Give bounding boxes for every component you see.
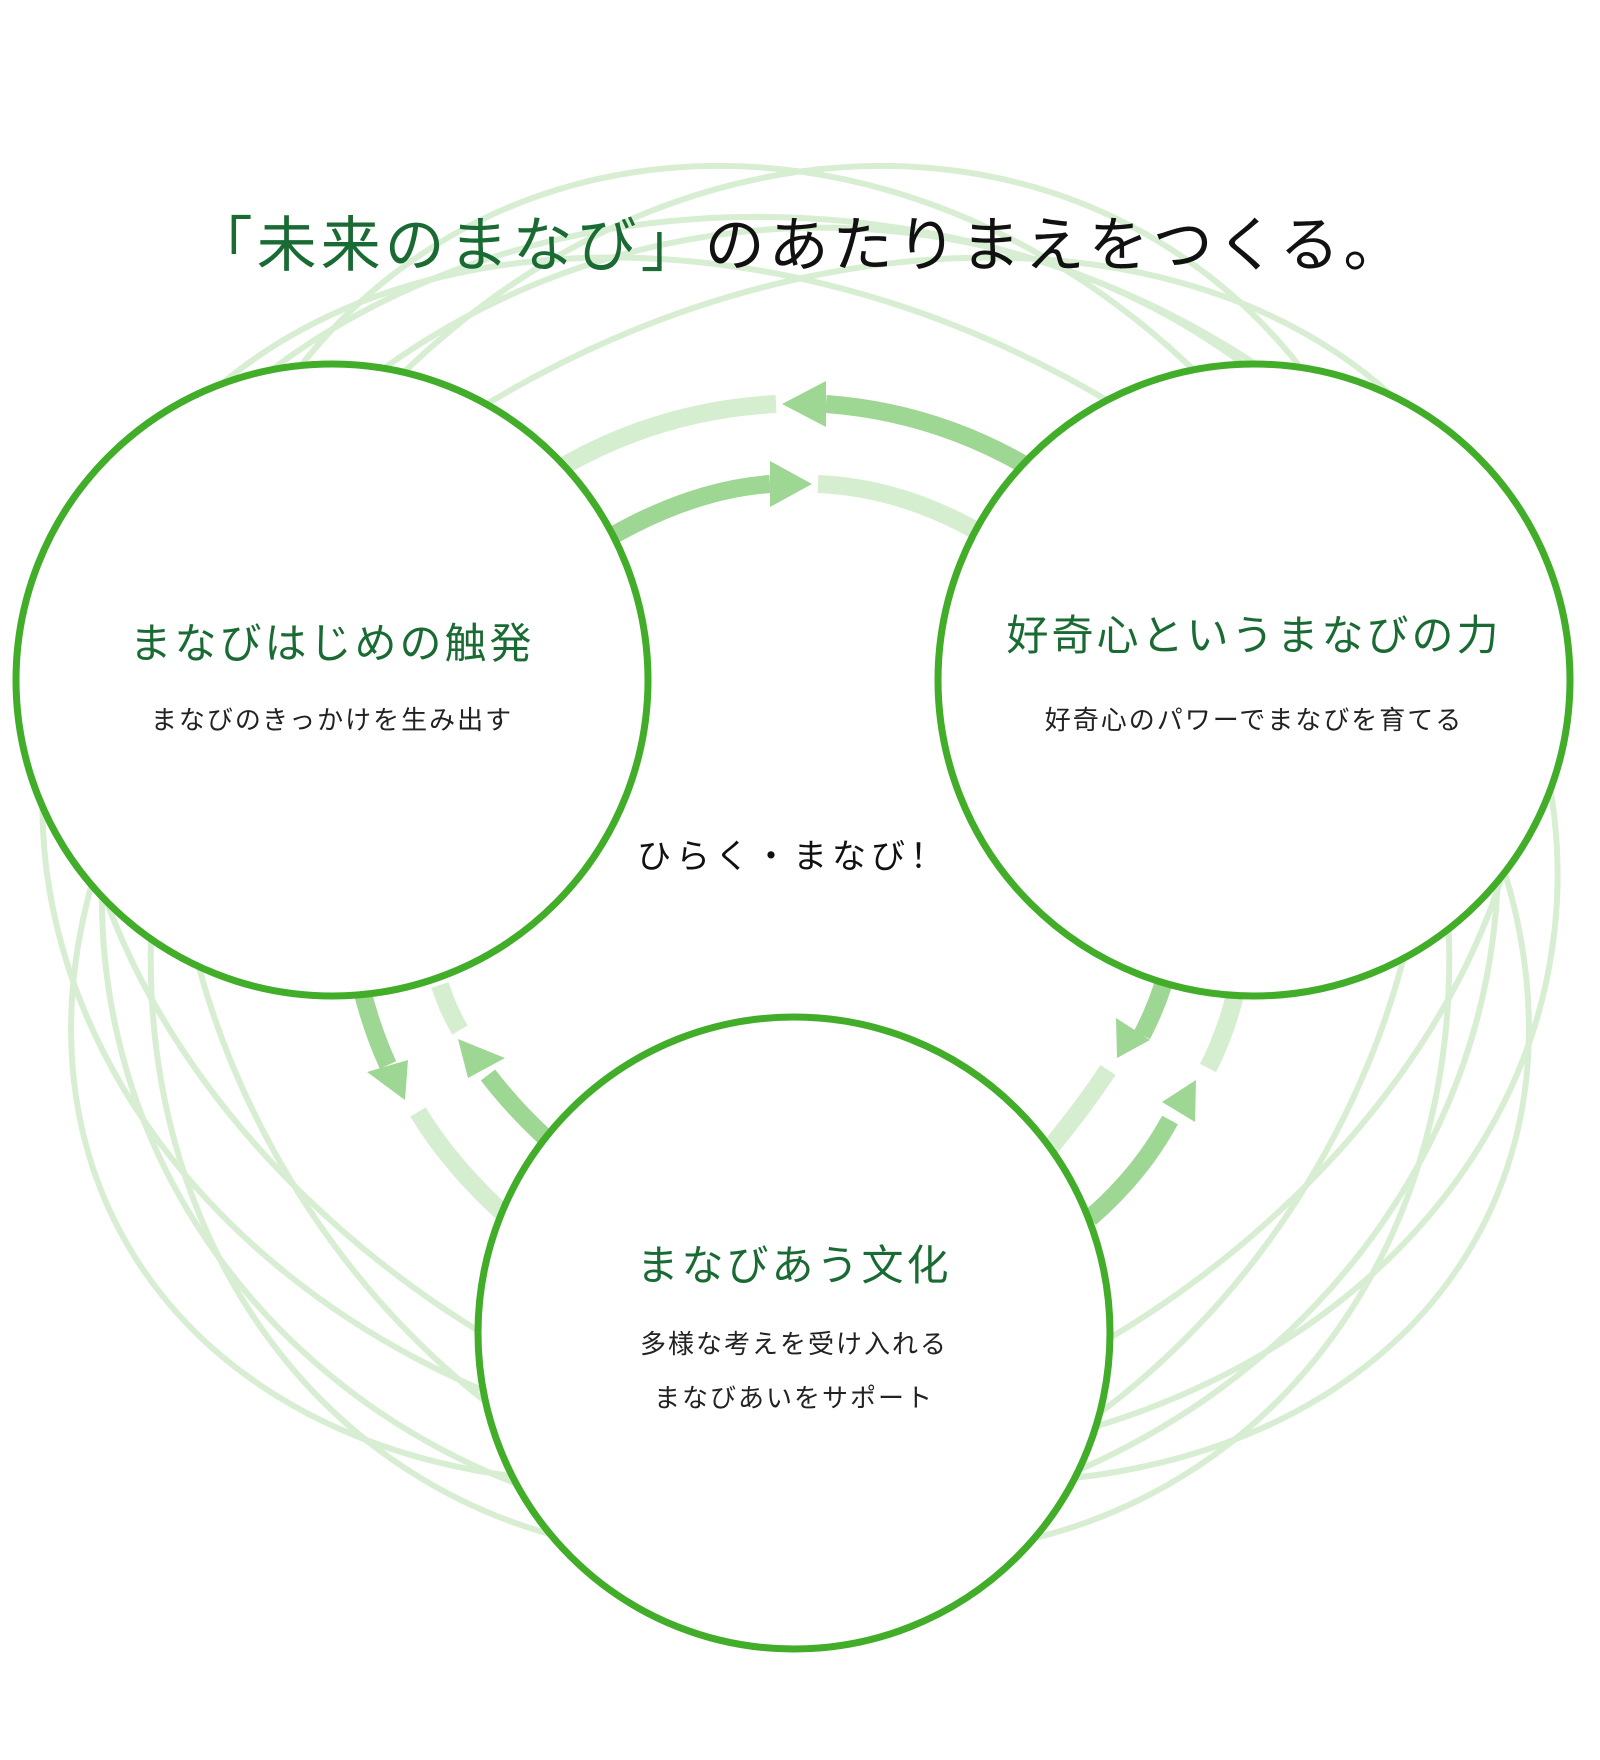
arrow-track: [353, 987, 397, 1069]
circle-inspiration: [12, 360, 652, 1000]
arrow-track: [480, 1069, 555, 1147]
arrow-down-icon: [1116, 1018, 1150, 1058]
arrow-up-icon: [1162, 1080, 1196, 1122]
arrow-track-faint: [555, 395, 777, 476]
title-accent: 「未来のまなび」: [192, 211, 705, 281]
arrows-lower-right: [1043, 982, 1244, 1225]
center-label: ひらく・まなび！: [637, 837, 949, 877]
arrow-right-icon: [770, 461, 812, 507]
circle-text-culture-line2: まなびあいをサポート: [653, 1384, 934, 1414]
arrow-track: [1084, 1115, 1178, 1225]
arrow-track-faint: [431, 982, 468, 1035]
circle-text-curiosity: 好奇心のパワーでまなびを育てる: [1044, 706, 1464, 736]
arrow-track: [825, 395, 1035, 476]
circle-culture: [474, 1013, 1114, 1653]
circle-text-culture-line1: 多様な考えを受け入れる: [639, 1330, 948, 1360]
arrow-down-icon: [367, 1060, 408, 1100]
circle-text-inspiration: まなびのきっかけを生み出す: [150, 706, 514, 736]
title-rest: のあたりまえをつくる。: [704, 211, 1408, 281]
circle-heading-culture: まなびあう文化: [636, 1241, 952, 1290]
circle-curiosity: [934, 360, 1574, 1000]
arrow-left-icon: [782, 381, 826, 427]
arrow-track-faint: [1043, 1065, 1116, 1154]
arrow-track-faint: [410, 1107, 512, 1222]
page-title: 「未来のまなび」のあたりまえをつくる。: [0, 206, 1600, 286]
arrows-top: [555, 381, 1035, 548]
arrow-up-icon: [458, 1039, 505, 1078]
arrow-track: [1134, 982, 1172, 1040]
arrow-track-faint: [1199, 992, 1244, 1073]
circle-heading-inspiration: まなびはじめの触発: [129, 619, 535, 668]
circle-heading-curiosity: 好奇心というまなびの力: [1006, 611, 1502, 660]
arrow-track: [600, 475, 771, 548]
arrows-lower-left: [353, 982, 555, 1222]
arrow-track-faint: [817, 475, 990, 544]
